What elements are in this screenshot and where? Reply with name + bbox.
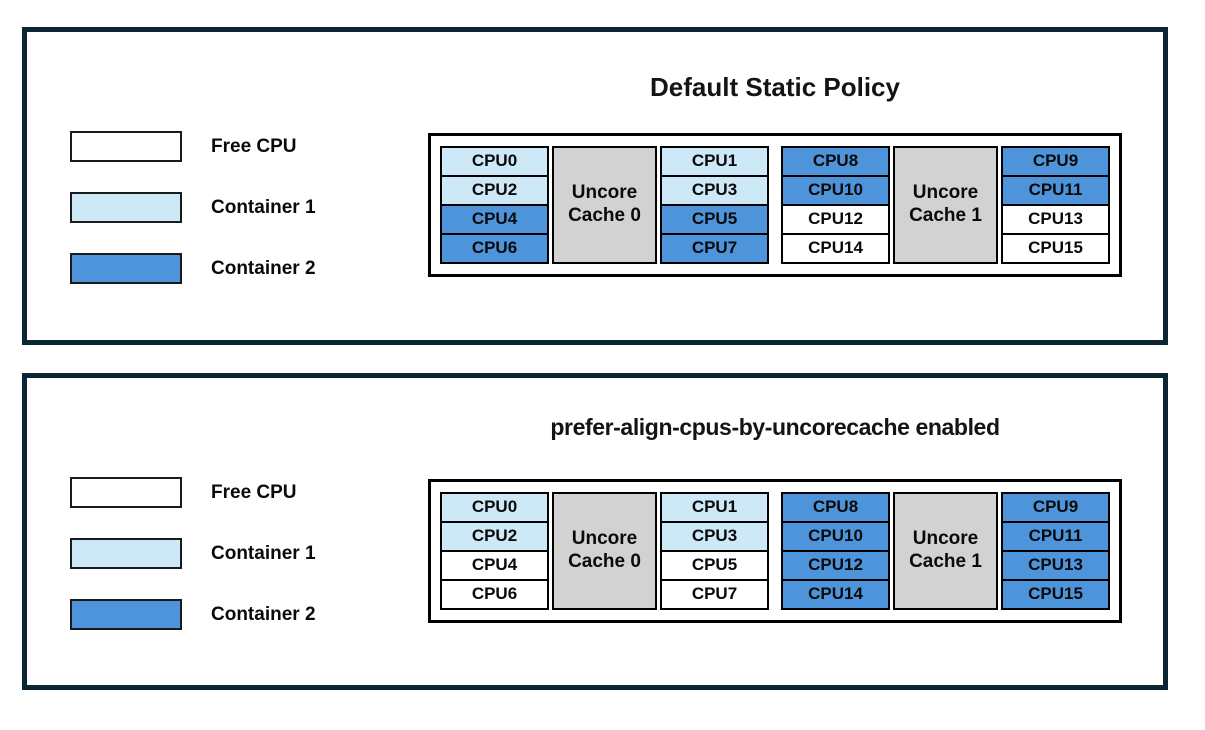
- legend-swatch-container-1: [70, 192, 182, 223]
- cpu-column: CPU1 CPU3 CPU5 CPU7: [660, 492, 769, 610]
- legend-swatch-free-cpu: [70, 131, 182, 162]
- cpu-cell: CPU5: [660, 550, 769, 581]
- cpu-cell: CPU5: [660, 204, 769, 235]
- cpu-cell: CPU15: [1001, 579, 1110, 610]
- cpu-cell: CPU15: [1001, 233, 1110, 264]
- cpu-cell: CPU8: [781, 146, 890, 177]
- legend-label: Free CPU: [211, 481, 297, 503]
- cpu-cell: CPU10: [781, 521, 890, 552]
- cpu-cell: CPU2: [440, 521, 549, 552]
- legend-swatch-container-1: [70, 538, 182, 569]
- cpu-cell: CPU11: [1001, 175, 1110, 206]
- legend-label: Container 2: [211, 603, 316, 625]
- cpu-cell: CPU6: [440, 233, 549, 264]
- cpu-topology-diagram: CPU0 CPU2 CPU4 CPU6 Uncore Cache 0 CPU1 …: [428, 133, 1122, 277]
- legend: Free CPU Container 1 Container 2: [70, 477, 316, 630]
- cpu-cell: CPU0: [440, 146, 549, 177]
- cpu-column: CPU8 CPU10 CPU12 CPU14: [781, 492, 890, 610]
- cpu-column: CPU1 CPU3 CPU5 CPU7: [660, 146, 769, 264]
- cpu-column: CPU0 CPU2 CPU4 CPU6: [440, 146, 549, 264]
- uncore-cache-box: Uncore Cache 1: [893, 492, 998, 610]
- cpu-column: CPU9 CPU11 CPU13 CPU15: [1001, 146, 1110, 264]
- uncore-cache-box: Uncore Cache 0: [552, 146, 657, 264]
- legend-label: Container 1: [211, 542, 316, 564]
- cpu-topology-diagram: CPU0 CPU2 CPU4 CPU6 Uncore Cache 0 CPU1 …: [428, 479, 1122, 623]
- cpu-cell: CPU13: [1001, 550, 1110, 581]
- cpu-cell: CPU13: [1001, 204, 1110, 235]
- cpu-cell: CPU7: [660, 579, 769, 610]
- legend-label: Container 2: [211, 257, 316, 279]
- cpu-cell: CPU12: [781, 550, 890, 581]
- uncore-cache-box: Uncore Cache 1: [893, 146, 998, 264]
- legend-swatch-free-cpu: [70, 477, 182, 508]
- panel-title: prefer-align-cpus-by-uncorecache enabled: [550, 414, 1000, 440]
- legend-label: Free CPU: [211, 135, 297, 157]
- cpu-cell: CPU7: [660, 233, 769, 264]
- uncore-cache-0-group: CPU0 CPU2 CPU4 CPU6 Uncore Cache 0 CPU1 …: [440, 492, 769, 610]
- cpu-cell: CPU6: [440, 579, 549, 610]
- legend-swatch-container-2: [70, 253, 182, 284]
- cpu-cell: CPU2: [440, 175, 549, 206]
- panel-title: Default Static Policy: [650, 72, 900, 102]
- default-static-policy-panel: Default Static Policy Free CPU Container…: [22, 27, 1168, 345]
- cpu-cell: CPU3: [660, 521, 769, 552]
- cpu-cell: CPU4: [440, 550, 549, 581]
- uncore-cache-1-group: CPU8 CPU10 CPU12 CPU14 Uncore Cache 1 CP…: [781, 146, 1110, 264]
- cpu-cell: CPU1: [660, 146, 769, 177]
- cpu-cell: CPU10: [781, 175, 890, 206]
- legend: Free CPU Container 1 Container 2: [70, 131, 316, 284]
- cpu-cell: CPU9: [1001, 492, 1110, 523]
- cpu-column: CPU9 CPU11 CPU13 CPU15: [1001, 492, 1110, 610]
- legend-item-container-1: Container 1: [70, 538, 316, 569]
- cpu-cell: CPU3: [660, 175, 769, 206]
- legend-label: Container 1: [211, 196, 316, 218]
- legend-item-free-cpu: Free CPU: [70, 477, 316, 508]
- cpu-cell: CPU0: [440, 492, 549, 523]
- cpu-cell: CPU14: [781, 233, 890, 264]
- cpu-cell: CPU8: [781, 492, 890, 523]
- cpu-column: CPU0 CPU2 CPU4 CPU6: [440, 492, 549, 610]
- legend-item-container-1: Container 1: [70, 192, 316, 223]
- legend-item-container-2: Container 2: [70, 253, 316, 284]
- cpu-cell: CPU9: [1001, 146, 1110, 177]
- cpu-cell: CPU4: [440, 204, 549, 235]
- prefer-align-policy-panel: prefer-align-cpus-by-uncorecache enabled…: [22, 373, 1168, 690]
- cpu-cell: CPU14: [781, 579, 890, 610]
- uncore-cache-box: Uncore Cache 0: [552, 492, 657, 610]
- cpu-cell: CPU11: [1001, 521, 1110, 552]
- uncore-cache-1-group: CPU8 CPU10 CPU12 CPU14 Uncore Cache 1 CP…: [781, 492, 1110, 610]
- cpu-column: CPU8 CPU10 CPU12 CPU14: [781, 146, 890, 264]
- cpu-cell: CPU1: [660, 492, 769, 523]
- legend-swatch-container-2: [70, 599, 182, 630]
- legend-item-free-cpu: Free CPU: [70, 131, 316, 162]
- uncore-cache-0-group: CPU0 CPU2 CPU4 CPU6 Uncore Cache 0 CPU1 …: [440, 146, 769, 264]
- cpu-cell: CPU12: [781, 204, 890, 235]
- legend-item-container-2: Container 2: [70, 599, 316, 630]
